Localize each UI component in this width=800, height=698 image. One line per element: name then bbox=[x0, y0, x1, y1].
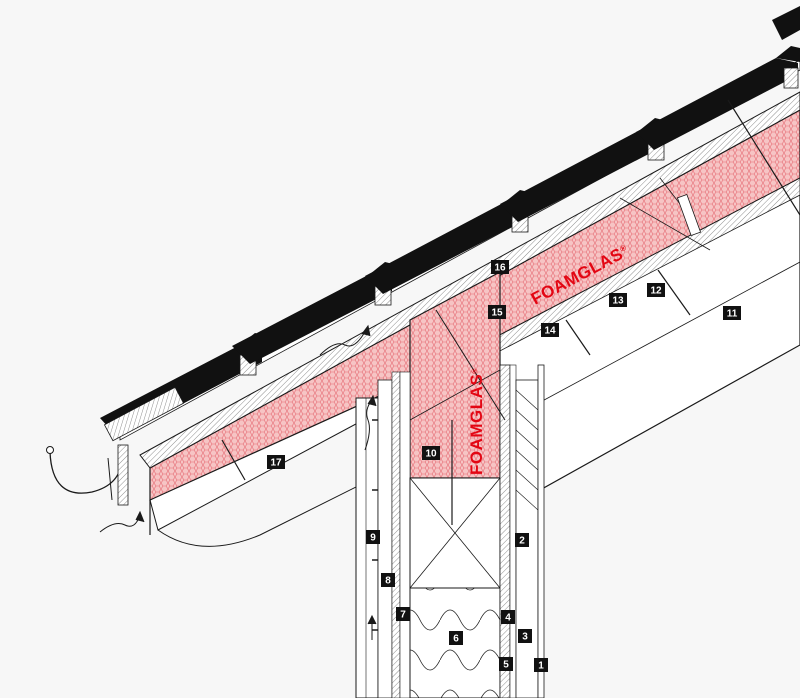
callout-number: 4 bbox=[505, 613, 511, 624]
callout-1: 1 bbox=[534, 658, 548, 672]
callout-number: 7 bbox=[400, 610, 406, 621]
brand-logo-wall: FOAMGLAS® bbox=[467, 368, 486, 475]
callout-4: 4 bbox=[501, 610, 515, 624]
screw-icon bbox=[221, 99, 800, 525]
callout-16: 16 bbox=[491, 260, 509, 274]
callout-box bbox=[267, 455, 285, 469]
callout-number: 9 bbox=[370, 533, 376, 544]
callout-number: 17 bbox=[270, 458, 282, 469]
callout-5: 5 bbox=[499, 657, 513, 671]
callout-box bbox=[647, 283, 665, 297]
callout-box bbox=[541, 323, 559, 337]
callout-9: 9 bbox=[366, 530, 380, 544]
callout-14: 14 bbox=[541, 323, 559, 337]
gutter bbox=[46, 444, 129, 506]
callout-box bbox=[518, 629, 532, 643]
callout-10: 10 bbox=[422, 446, 440, 460]
callout-number: 2 bbox=[519, 536, 525, 547]
callout-box bbox=[723, 306, 741, 320]
callout-3: 3 bbox=[518, 629, 532, 643]
callout-13: 13 bbox=[609, 293, 627, 307]
callout-box bbox=[534, 658, 548, 672]
callout-box bbox=[366, 530, 380, 544]
airflow-arrow-icon bbox=[99, 324, 377, 640]
callout-number: 12 bbox=[650, 286, 662, 297]
callout-number: 14 bbox=[544, 326, 556, 337]
callout-box bbox=[609, 293, 627, 307]
callout-box bbox=[449, 631, 463, 645]
callout-box bbox=[499, 657, 513, 671]
callout-box bbox=[491, 260, 509, 274]
callout-number: 3 bbox=[522, 632, 528, 643]
callout-15: 15 bbox=[488, 305, 506, 319]
callout-box bbox=[501, 610, 515, 624]
callout-number: 10 bbox=[425, 449, 437, 460]
callout-number: 13 bbox=[612, 296, 624, 307]
callout-11: 11 bbox=[723, 306, 741, 320]
callout-number: 6 bbox=[453, 634, 459, 645]
callout-number: 16 bbox=[494, 263, 506, 274]
callout-box bbox=[396, 607, 410, 621]
callout-box bbox=[515, 533, 529, 547]
roof-tiles bbox=[100, 6, 800, 442]
callout-12: 12 bbox=[647, 283, 665, 297]
callout-7: 7 bbox=[396, 607, 410, 621]
callout-number: 5 bbox=[503, 660, 509, 671]
callout-box bbox=[488, 305, 506, 319]
callout-number: 8 bbox=[385, 576, 391, 587]
callout-box bbox=[381, 573, 395, 587]
callout-17: 17 bbox=[267, 455, 285, 469]
callout-8: 8 bbox=[381, 573, 395, 587]
callout-number: 11 bbox=[727, 309, 738, 320]
callout-2: 2 bbox=[515, 533, 529, 547]
callout-6: 6 bbox=[449, 631, 463, 645]
callout-box bbox=[422, 446, 440, 460]
callout-number: 1 bbox=[538, 661, 544, 672]
callout-number: 15 bbox=[491, 308, 503, 319]
